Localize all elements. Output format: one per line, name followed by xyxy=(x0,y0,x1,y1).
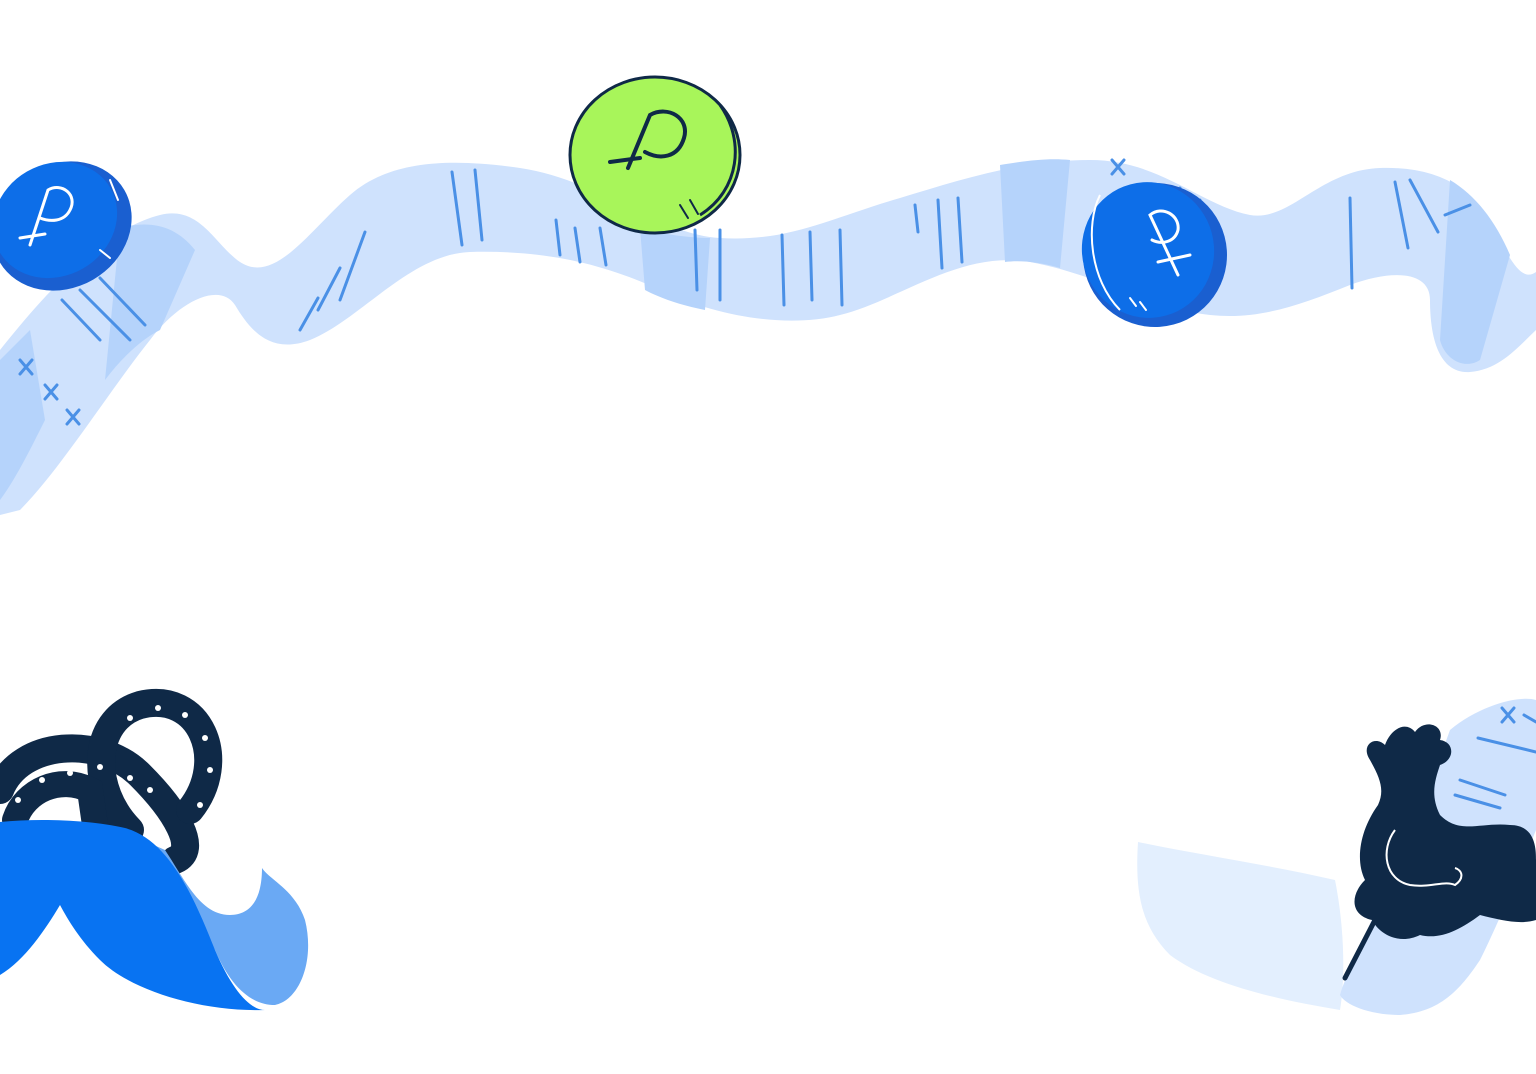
wave-ribbon-dark xyxy=(0,820,265,1011)
coin-rim-ticks xyxy=(9,179,119,303)
rooster-receipt-group xyxy=(1137,698,1536,1015)
rooster-lollipop-icon xyxy=(1342,724,1536,981)
receipt-line-marks xyxy=(1453,706,1536,810)
ribbon-shade xyxy=(640,228,710,310)
pretzel-icon xyxy=(0,689,223,874)
coin-rim-ticks xyxy=(1129,297,1147,311)
ruble-sign-icon xyxy=(1148,209,1192,277)
ribbon-shade xyxy=(1440,180,1510,364)
ribbon-shade xyxy=(105,224,195,380)
ruble-coin-left xyxy=(0,161,132,303)
ribbon-shade xyxy=(1000,159,1070,268)
receipt-pale xyxy=(1137,842,1344,1010)
ruble-coin-green xyxy=(568,75,742,235)
receipt-line-marks xyxy=(60,168,1472,342)
receipt-ribbon-top xyxy=(0,158,1536,515)
coin-rim-ticks xyxy=(679,199,699,219)
pretzel-wave-group xyxy=(0,689,309,1011)
ruble-sign-icon xyxy=(608,109,687,170)
ruble-coin-right xyxy=(1081,182,1227,327)
ruble-sign-icon xyxy=(18,186,74,247)
wave-ribbon-light xyxy=(120,830,309,1005)
ribbon-band xyxy=(0,160,1536,515)
receipt-x-marks xyxy=(18,158,1126,426)
ribbon-shade xyxy=(0,330,45,500)
